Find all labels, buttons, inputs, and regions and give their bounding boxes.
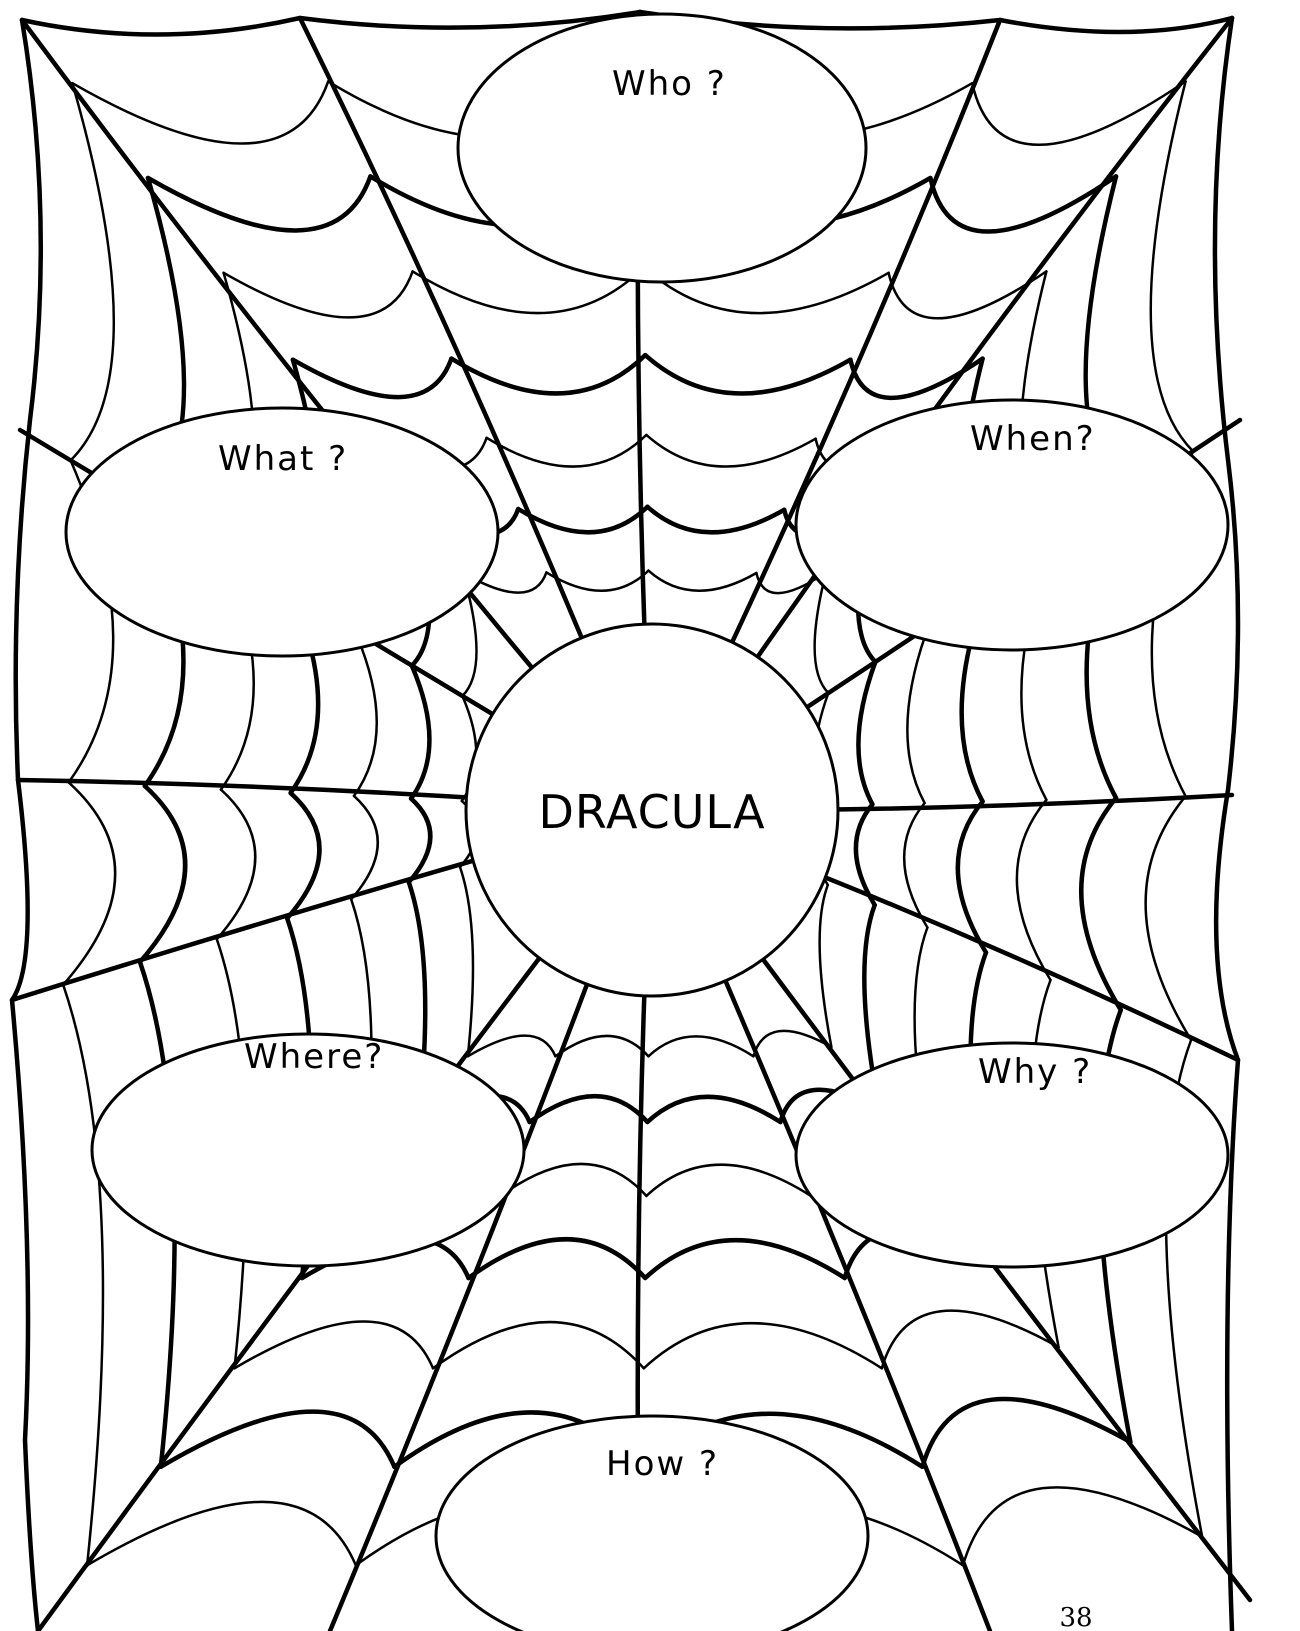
web-ring-segment	[433, 1322, 644, 1368]
web-ring-segment	[63, 782, 115, 984]
web-ring-segment	[460, 867, 473, 1056]
web-ring-segment	[904, 803, 927, 928]
web-ring-segment	[958, 802, 986, 953]
web-ring-segment	[555, 1036, 648, 1056]
web-ring-segment	[820, 885, 832, 1047]
page-number: 38	[1059, 1603, 1092, 1631]
web-ring-segment	[409, 799, 430, 883]
web-ring-segment	[647, 1097, 780, 1122]
web-ring-segment	[963, 1487, 1202, 1565]
center-bubble: DRACULA	[466, 624, 838, 996]
web-ring-segment	[469, 1239, 646, 1278]
web-ring-segment	[451, 355, 645, 393]
how-bubble: How ?	[436, 1416, 868, 1631]
web-ring-segment	[645, 355, 850, 393]
how-label: How ?	[606, 1444, 719, 1484]
web-ring-segment	[411, 666, 429, 799]
why-bubble: Why ?	[796, 1043, 1228, 1267]
web-ring-segment	[858, 662, 875, 805]
web-ring-segment	[72, 81, 328, 143]
where-label: Where?	[244, 1037, 384, 1077]
where-bubble: Where?	[92, 1034, 524, 1266]
when-label: When?	[970, 419, 1096, 459]
web-ring-segment	[63, 985, 103, 1566]
web-ring-segment	[922, 1399, 1130, 1467]
web-ring-segment	[224, 271, 413, 317]
when-bubble: When?	[796, 400, 1228, 650]
what-bubble: What ?	[66, 408, 498, 656]
web-ring-segment	[71, 83, 114, 460]
web-ring-segment	[287, 793, 319, 918]
web-ring-segment	[647, 507, 784, 533]
web-frame-left	[12, 20, 41, 1631]
web-ring-segment	[148, 176, 370, 230]
web-ring-segment	[1151, 81, 1193, 451]
web-ring-segment	[1146, 796, 1191, 1040]
web-ring-segment	[1017, 800, 1051, 980]
who-label: Who ?	[612, 64, 727, 104]
who-oval	[458, 14, 866, 282]
web-ring-segment	[351, 796, 378, 899]
web-ring-segment	[907, 627, 928, 803]
web-ring-segment	[140, 786, 185, 962]
web-ring-segment	[217, 790, 255, 940]
web-ring-segment	[850, 359, 982, 398]
web-ring-segment	[972, 81, 1185, 144]
web-ring-segment	[293, 359, 452, 397]
web-ring-segment	[235, 1321, 434, 1368]
center-label: DRACULA	[538, 785, 765, 839]
web-ring-segment	[648, 571, 756, 591]
what-label: What ?	[218, 439, 348, 479]
web-ring-segment	[1081, 798, 1121, 1010]
web-ring-segment	[530, 1096, 648, 1122]
web-ring-segment	[644, 1323, 882, 1368]
web-ring-segment	[354, 631, 377, 796]
web-ring-segment	[645, 1240, 845, 1278]
web-ring-segment	[648, 1036, 753, 1056]
web-frame-right	[1215, 18, 1238, 1631]
web-ring-segment	[487, 435, 647, 467]
who-bubble: Who ?	[458, 14, 866, 282]
web-ring-segment	[646, 435, 815, 467]
web-ring-segment	[646, 1165, 811, 1196]
web-ring-segment	[889, 271, 1047, 318]
why-label: Why ?	[978, 1052, 1092, 1092]
